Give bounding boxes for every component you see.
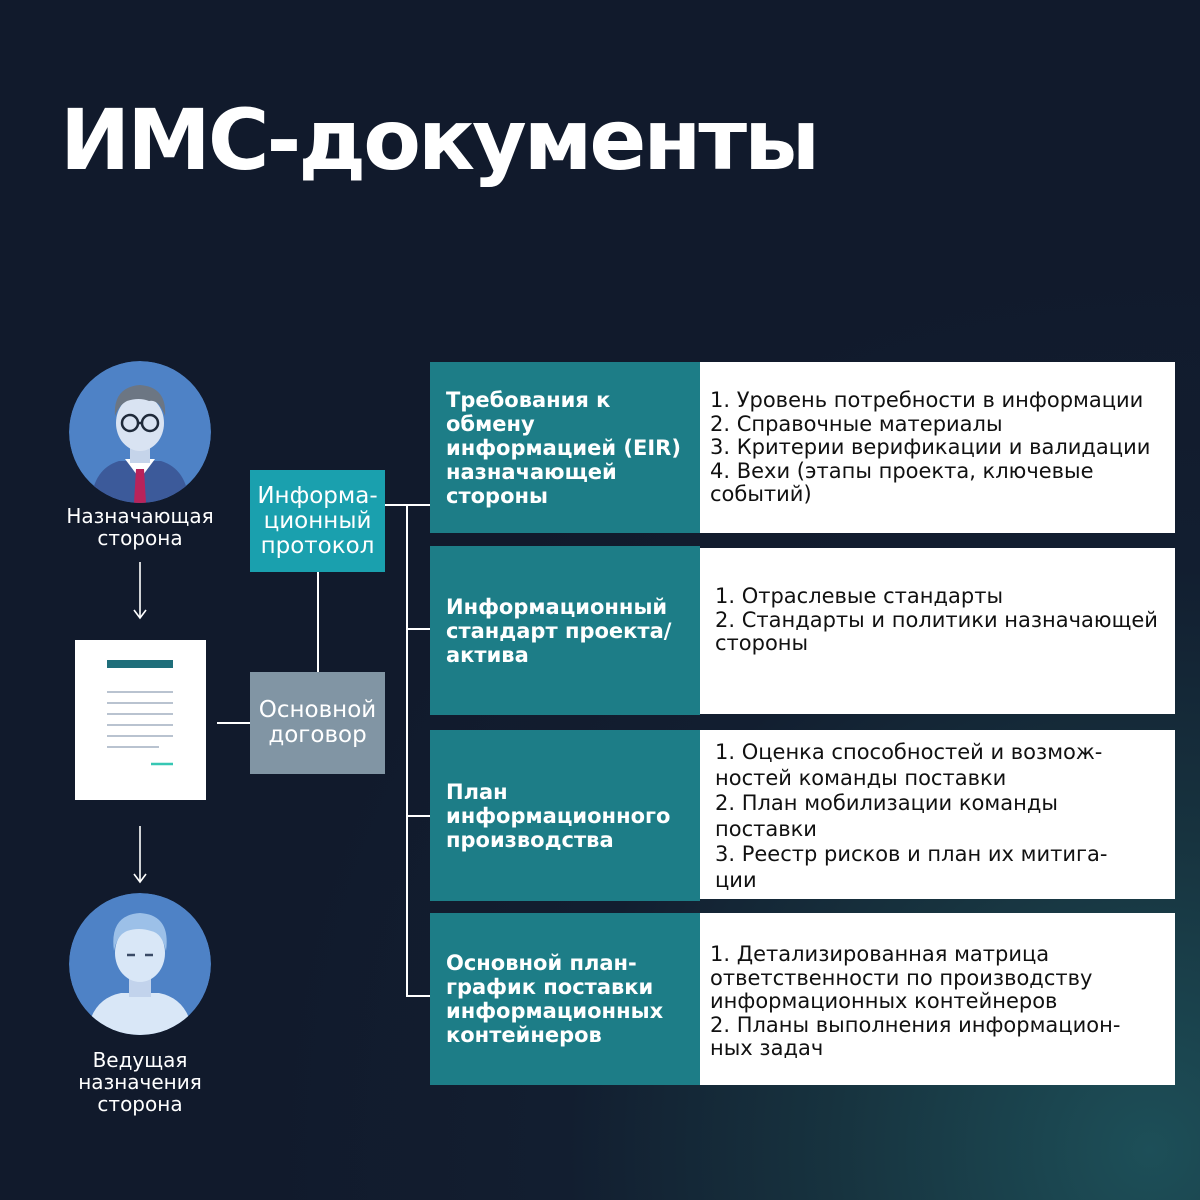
list-item: 1. Детализированная матрица xyxy=(710,942,1050,966)
document-icon xyxy=(75,640,206,800)
protocol-line: протокол xyxy=(260,532,375,559)
list-item: ции xyxy=(715,867,757,892)
list-item: 1. Уровень потребности в информации xyxy=(710,388,1144,412)
row-title-eir: Требования к обмену информацией (EIR) на… xyxy=(430,362,700,533)
connector-line xyxy=(317,572,319,672)
list-item: 1. Оценка способностей и возмож- xyxy=(715,740,1103,764)
lead-party-label: Ведущая назначения сторона xyxy=(78,1048,202,1116)
row-desc-eir: 1. Уровень потребности в информации 2. С… xyxy=(700,362,1175,533)
row-title-production-plan: План информационного производства xyxy=(430,730,700,901)
row-title-delivery-schedule: Основной план- график поставки информаци… xyxy=(430,913,700,1085)
list-item: 2. Справочные материалы xyxy=(710,411,1003,436)
protocol-line: Информа- xyxy=(257,482,378,509)
protocol-line: ционный xyxy=(263,507,372,534)
information-protocol-box: Информа- ционный протокол xyxy=(250,470,385,572)
row-desc-info-standard: 1. Отраслевые стандарты 2. Стандарты и п… xyxy=(700,548,1175,714)
contract-line: договор xyxy=(268,722,367,748)
appointing-party-label: Назначающая сторона xyxy=(66,504,214,550)
connector-line xyxy=(406,995,430,997)
lead-party-avatar xyxy=(69,893,211,1035)
list-item: ностей команды поставки xyxy=(715,765,1007,790)
arrow-down-icon xyxy=(130,562,150,624)
main-contract-box: Основной договор xyxy=(250,672,385,774)
connector-line xyxy=(406,628,430,630)
connector-line xyxy=(406,815,430,817)
list-item: 3. Критерии верификации и валидации xyxy=(710,435,1151,459)
page-title: ИМС-документы xyxy=(60,91,820,189)
list-item: ных задач xyxy=(710,1036,824,1060)
list-item: 2. План мобилизации команды xyxy=(715,791,1058,815)
contract-line: Основной xyxy=(258,697,377,723)
list-item: 4. Вехи (этапы проекта, ключевые xyxy=(710,458,1094,483)
connector-line xyxy=(217,722,250,724)
list-item: 2. Стандарты и политики назначающей xyxy=(715,607,1158,632)
list-item: 1. Отраслевые стандарты xyxy=(715,584,1004,608)
man-with-glasses-icon xyxy=(69,361,211,503)
list-item: ответственности по производству xyxy=(710,965,1093,990)
connector-line xyxy=(406,504,408,996)
row-desc-production-plan: 1. Оценка способностей и возмож- ностей … xyxy=(700,730,1175,899)
person-icon xyxy=(69,893,211,1035)
list-item: событий) xyxy=(710,482,812,506)
list-item: стороны xyxy=(715,631,809,655)
list-item: 3. Реестр рисков и план их митига- xyxy=(715,842,1108,866)
appointing-party-avatar xyxy=(69,361,211,503)
row-desc-delivery-schedule: 1. Детализированная матрица ответственно… xyxy=(700,913,1175,1085)
list-item: поставки xyxy=(715,816,817,841)
row-title-info-standard: Информационный стандарт проекта/ актива xyxy=(430,546,700,715)
list-item: 2. Планы выполнения информацион- xyxy=(710,1012,1121,1037)
list-item: информационных контейнеров xyxy=(710,989,1058,1013)
arrow-down-icon xyxy=(130,826,150,888)
